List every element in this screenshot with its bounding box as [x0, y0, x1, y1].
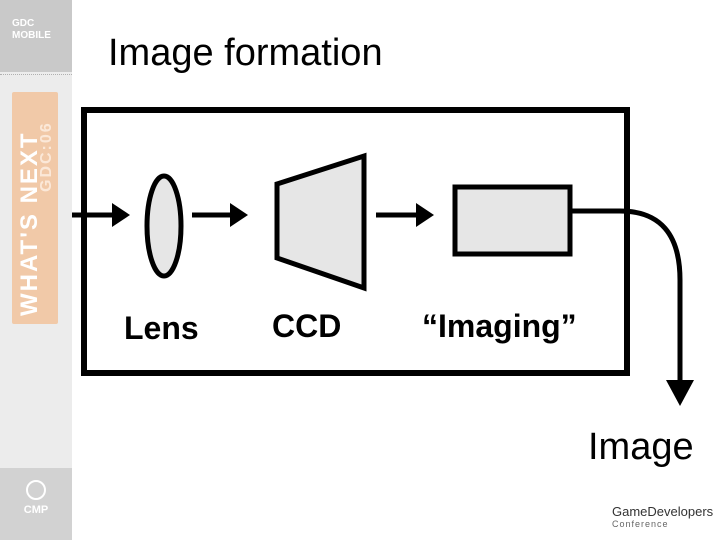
arrow-ccd-imaging-head	[416, 203, 434, 227]
ccd-shape	[274, 152, 367, 292]
camera-box	[81, 107, 630, 376]
output-arrow	[572, 208, 683, 382]
ccd-label: CCD	[272, 308, 342, 344]
sidebar-footer-label: CMP	[23, 504, 49, 516]
sidebar-band	[12, 92, 58, 324]
cmp-logo-icon	[26, 480, 46, 500]
slide-title: Image formation	[108, 32, 383, 74]
output-arrow-head	[666, 380, 694, 406]
gdc-logo-sub: Conference	[612, 519, 669, 529]
output-image-label: Image	[588, 426, 694, 468]
input-arrow-head	[112, 203, 130, 227]
sidebar-header-line2: MOBILE	[12, 30, 51, 41]
gdc-logo-name: GameDevelopers	[612, 504, 714, 519]
sidebar-header	[0, 0, 72, 72]
imaging-label: “Imaging”	[422, 308, 577, 344]
lens-label: Lens	[124, 310, 199, 346]
imaging-shape	[452, 184, 573, 257]
lens-shape	[144, 173, 184, 279]
gdc-logo: GameDevelopers Conference	[612, 504, 714, 530]
sidebar-header-line1: GDC	[12, 18, 35, 29]
sidebar-divider	[0, 74, 72, 78]
arrow-lens-ccd-head	[230, 203, 248, 227]
sidebar-header-text: GDC MOBILE	[12, 18, 62, 42]
